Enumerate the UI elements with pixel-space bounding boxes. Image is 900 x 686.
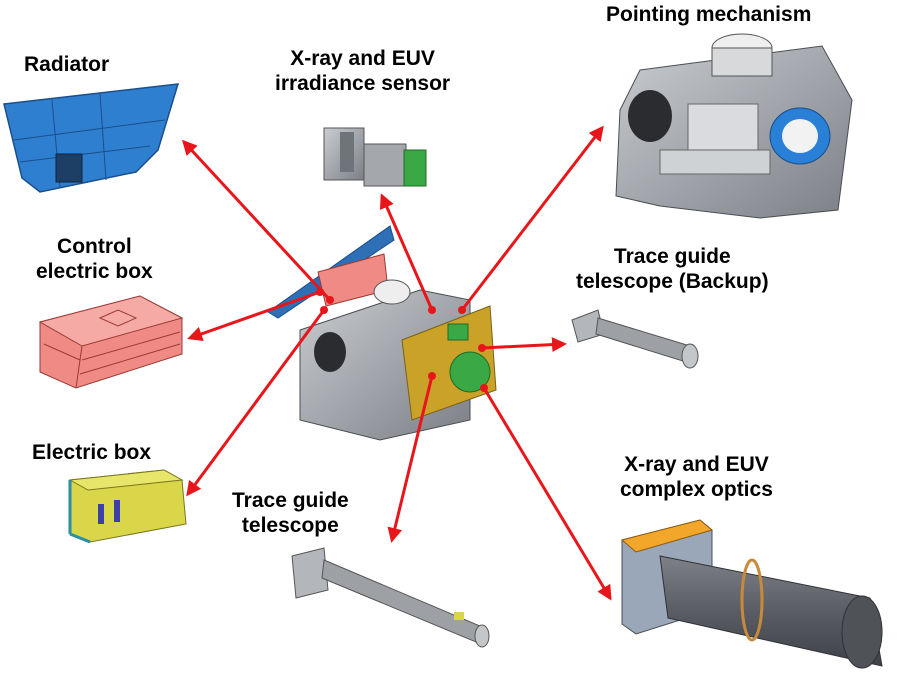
- xray-euv-sensor-image: [323, 127, 427, 187]
- arrow-to-trace-guide: [387, 375, 434, 543]
- arrow-to-control-box: [187, 290, 321, 342]
- radiator-panel-image: [3, 83, 180, 193]
- complex-optics-image: [620, 519, 883, 669]
- trace-backup-label: Trace guide telescope (Backup): [576, 245, 769, 293]
- pointing-mechanism-label: Pointing mechanism: [606, 3, 812, 26]
- trace-guide-backup-image: [571, 309, 699, 369]
- arrow-to-complex-optics: [482, 387, 612, 601]
- connector-dots: [316, 288, 488, 392]
- electric-box-label: Electric box: [32, 441, 152, 464]
- radiator-label: Radiator: [24, 53, 110, 76]
- electric-box-image: [68, 469, 187, 544]
- control-electric-box-image: [38, 295, 184, 389]
- arrow-to-radiator: [181, 139, 332, 302]
- pointing-mechanism-image: [615, 33, 853, 219]
- control-box-label: Control electric box: [36, 235, 153, 283]
- trace-guide-telescope-image: [291, 547, 490, 648]
- central-assembly-image: [267, 225, 497, 441]
- arrow-to-xray-sensor: [379, 193, 434, 311]
- complex-optics-label: X-ray and EUV complex optics: [620, 453, 773, 501]
- arrow-to-trace-backup: [481, 337, 567, 353]
- xray-sensor-label: X-ray and EUV irradiance sensor: [275, 47, 451, 95]
- connector-arrows: [181, 125, 612, 601]
- trace-guide-label: Trace guide telescope: [232, 489, 349, 537]
- arrow-to-electric-box: [186, 309, 326, 497]
- arrow-to-pointing: [460, 125, 604, 311]
